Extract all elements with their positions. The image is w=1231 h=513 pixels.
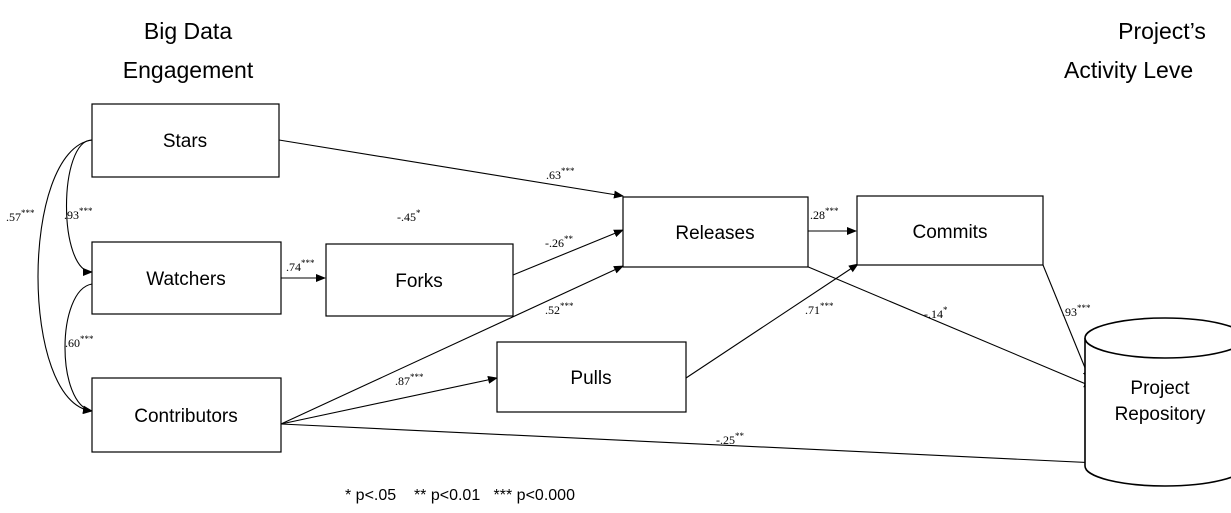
- node-repository-label-line1: Project: [1130, 378, 1190, 399]
- edge-pulls-commits: [685, 263, 859, 379]
- coef-stars-contributors: .57***: [6, 208, 35, 224]
- node-pulls-label: Pulls: [570, 368, 611, 389]
- significance-legend: * p<.05 ** p<0.01 *** p<0.000: [345, 487, 575, 504]
- node-stars-label: Stars: [163, 131, 207, 152]
- node-forks-label: Forks: [395, 271, 443, 292]
- left-header-line1: Big Data: [144, 18, 232, 44]
- coef-releases-commits: .28***: [810, 206, 839, 222]
- coef-contributors-repository: -.25**: [716, 431, 745, 447]
- node-repository-label-line2: Repository: [1115, 404, 1206, 425]
- coef-commits-repository: .93***: [1062, 303, 1091, 319]
- coef-forks-releases: -.26**: [545, 234, 574, 250]
- node-contributors: Contributors: [91, 377, 282, 453]
- node-pulls: Pulls: [496, 341, 687, 413]
- coef-watchers-contributors: .60***: [65, 334, 94, 350]
- edge-releases-repository: [805, 265, 1094, 388]
- coef-contributors-pulls: .87***: [395, 372, 424, 388]
- edge-stars-releases: [278, 139, 624, 199]
- node-stars: Stars: [91, 103, 280, 178]
- node-watchers-label: Watchers: [146, 269, 226, 290]
- node-releases: Releases: [622, 196, 809, 268]
- edge-forks-releases: [512, 229, 624, 276]
- node-commits: Commits: [856, 195, 1044, 266]
- node-commits-label: Commits: [913, 222, 988, 243]
- right-header-line2: Activity Leve: [1064, 57, 1193, 83]
- coef-stars-releases: .63***: [546, 166, 575, 182]
- coef-watchers-releases: -.45*: [397, 208, 421, 224]
- node-watchers: Watchers: [91, 241, 282, 315]
- node-repository: Project Repository: [1084, 317, 1231, 487]
- node-contributors-label: Contributors: [134, 406, 238, 427]
- edge-contributors-pulls: [280, 375, 498, 425]
- coef-releases-repository: -.14*: [924, 305, 948, 321]
- correlation-watchers-contributors: [64, 278, 102, 414]
- left-header-line2: Engagement: [123, 57, 254, 83]
- coef-pulls-commits: .71***: [805, 301, 834, 317]
- edge-contributors-repository: [280, 423, 1161, 470]
- edge-contributors-releases: [280, 265, 624, 425]
- right-header-line1: Project’s: [1118, 18, 1206, 44]
- coef-watchers-forks: .74***: [286, 258, 315, 274]
- edge-commits-repository: [1042, 264, 1091, 381]
- correlation-stars-watchers: [66, 135, 102, 276]
- node-releases-label: Releases: [675, 223, 754, 244]
- node-forks: Forks: [325, 243, 514, 317]
- correlation-stars-contributors: [37, 134, 102, 415]
- coef-contributors-releases: .52***: [545, 301, 574, 317]
- coef-stars-watchers: .93***: [64, 206, 93, 222]
